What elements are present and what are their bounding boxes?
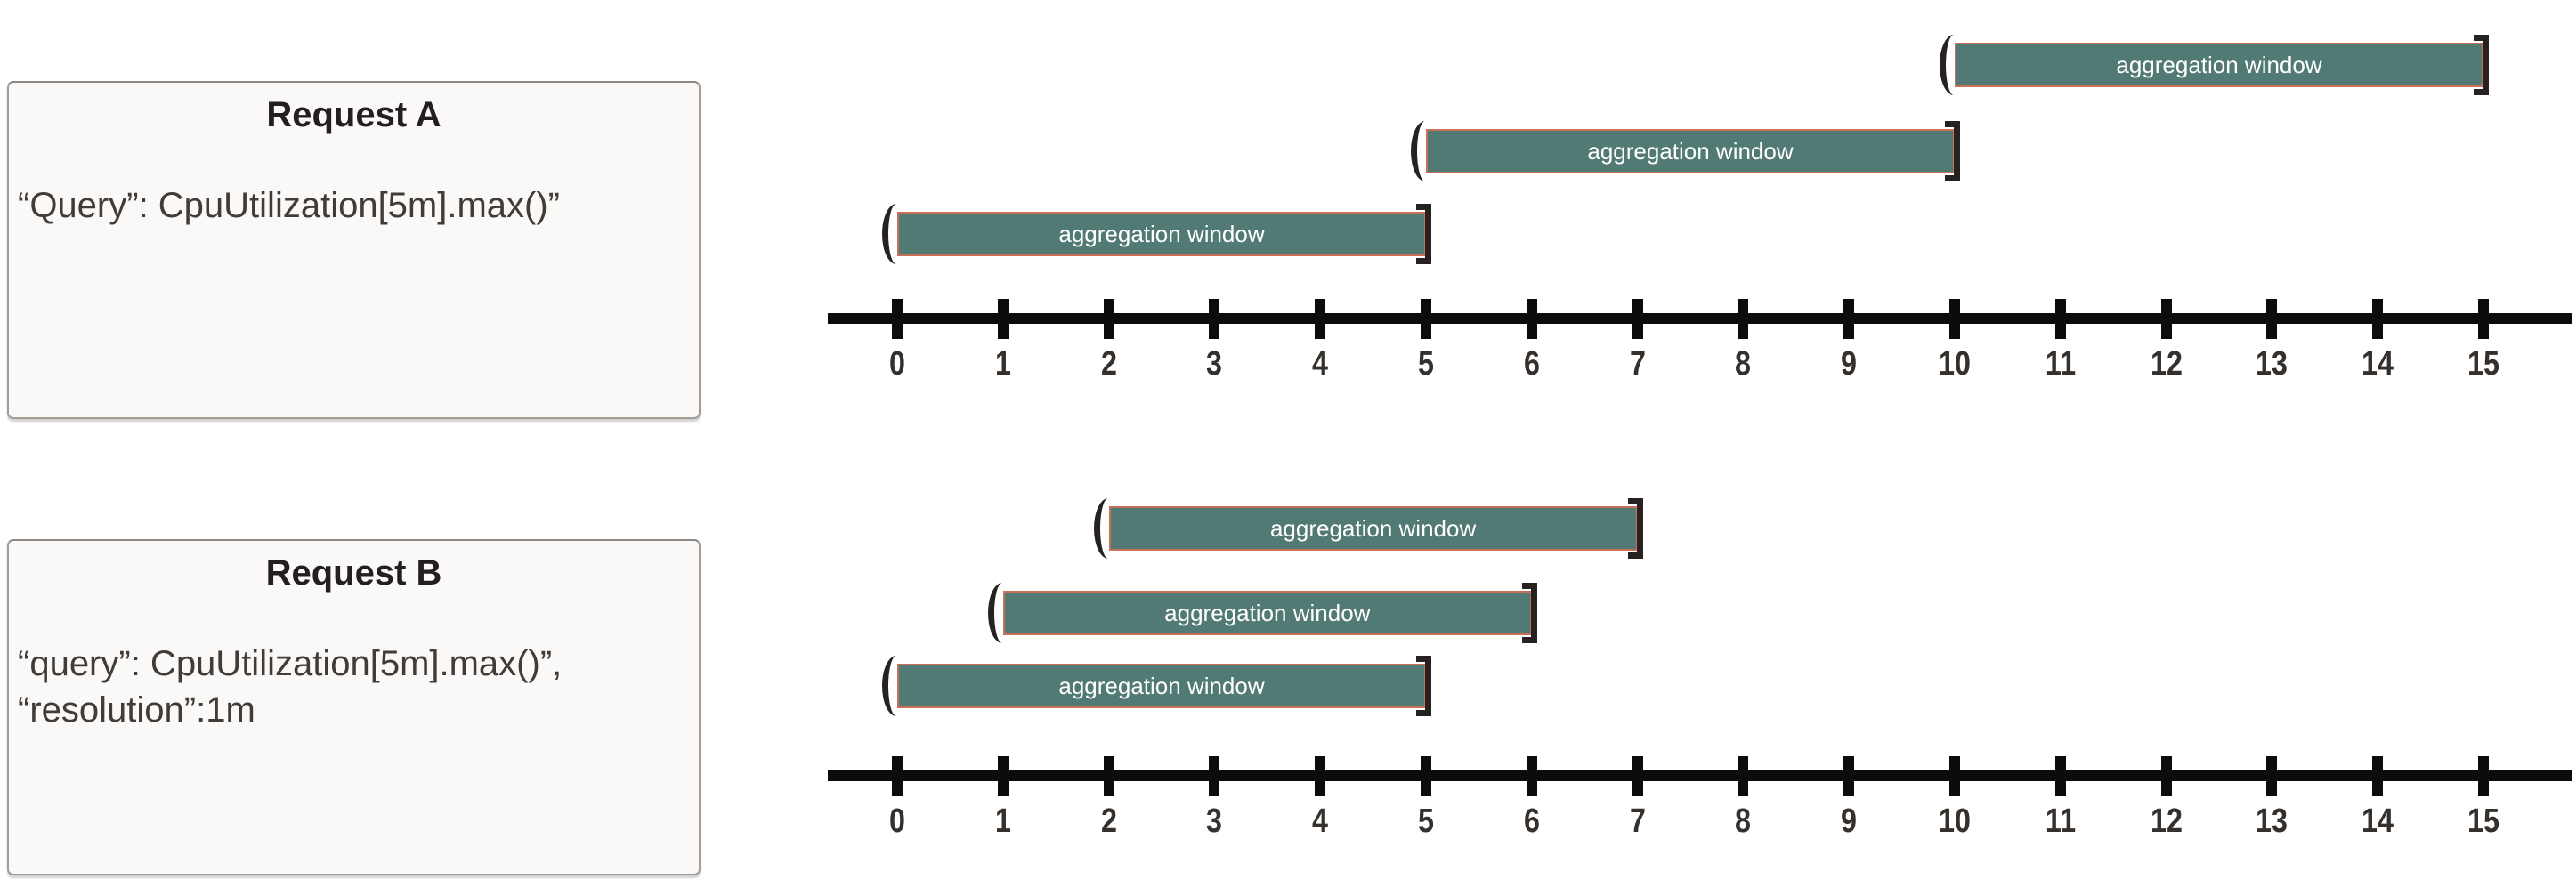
interval-close-bracket xyxy=(1521,583,1537,643)
tick-label: 4 xyxy=(1312,802,1329,840)
tick-label: 6 xyxy=(1523,345,1540,383)
tick-mark xyxy=(1209,755,1220,796)
tick-mark xyxy=(1949,298,1960,339)
tick-mark xyxy=(892,298,903,339)
tick-label: 8 xyxy=(1735,345,1752,383)
tick-label: 12 xyxy=(2150,802,2183,840)
tick-mark xyxy=(2372,298,2384,339)
request-a-title: Request A xyxy=(266,95,441,134)
time-axis-line xyxy=(828,313,2572,324)
aggregation-window-label: aggregation window xyxy=(2116,51,2322,78)
tick-mark xyxy=(1421,298,1431,339)
tick-mark xyxy=(2160,298,2172,339)
tick-mark xyxy=(892,755,903,796)
tick-mark xyxy=(1843,298,1855,339)
tick-label: 2 xyxy=(1100,345,1117,383)
interval-open-bracket xyxy=(1940,35,1955,95)
time-axis-line xyxy=(828,770,2572,781)
tick-label: 5 xyxy=(1418,802,1434,840)
interval-open-bracket xyxy=(987,583,1003,643)
tick-label: 13 xyxy=(2256,802,2288,840)
tick-mark xyxy=(2266,755,2278,796)
aggregation-window-label: aggregation window xyxy=(1058,672,1265,699)
interval-open-bracket xyxy=(1411,121,1426,181)
tick-mark xyxy=(1103,755,1114,796)
tick-mark xyxy=(2054,298,2066,339)
tick-label: 1 xyxy=(994,802,1011,840)
tick-mark xyxy=(2160,755,2172,796)
tick-label: 4 xyxy=(1312,345,1329,383)
aggregation-window-label: aggregation window xyxy=(1058,220,1265,247)
tick-label: 15 xyxy=(2467,345,2499,383)
aggregation-window-bar: aggregation window xyxy=(1108,506,1638,551)
request-a-panel: Request A “Query”: CpuUtilization[5m].ma… xyxy=(7,81,701,419)
interval-open-bracket xyxy=(882,204,897,264)
tick-label: 15 xyxy=(2467,802,2499,840)
request-a-query-text: “Query”: CpuUtilization[5m].max()” xyxy=(18,182,692,229)
tick-mark xyxy=(997,755,1009,796)
tick-label: 14 xyxy=(2361,345,2394,383)
tick-label: 5 xyxy=(1418,345,1434,383)
tick-label: 10 xyxy=(1939,345,1971,383)
aggregation-window-label: aggregation window xyxy=(1269,514,1477,542)
tick-label: 2 xyxy=(1100,802,1117,840)
interval-open-bracket xyxy=(1093,498,1109,559)
tick-mark xyxy=(1421,755,1431,796)
tick-label: 9 xyxy=(1841,345,1858,383)
tick-label: 7 xyxy=(1629,345,1646,383)
request-b-panel: Request B “query”: CpuUtilization[5m].ma… xyxy=(7,539,701,875)
interval-close-bracket xyxy=(1416,204,1431,264)
interval-close-bracket xyxy=(1627,498,1643,559)
query-text-line: “resolution”:1m xyxy=(18,690,255,730)
interval-close-bracket xyxy=(1945,121,1960,181)
tick-label: 6 xyxy=(1523,802,1540,840)
interval-close-bracket xyxy=(2474,35,2489,95)
interval-open-bracket xyxy=(882,656,897,716)
request-b-title: Request B xyxy=(265,553,442,593)
tick-mark xyxy=(1209,298,1220,339)
tick-mark xyxy=(1315,298,1326,339)
aggregation-window-label: aggregation window xyxy=(1164,599,1371,626)
query-text-line: “Query”: CpuUtilization[5m].max()” xyxy=(18,186,561,225)
aggregation-window-bar: aggregation window xyxy=(897,212,1426,256)
tick-mark xyxy=(1103,298,1114,339)
tick-label: 10 xyxy=(1939,802,1971,840)
tick-mark xyxy=(1632,755,1643,796)
aggregation-window-bar: aggregation window xyxy=(1002,591,1532,635)
tick-label: 11 xyxy=(2045,345,2076,383)
tick-mark xyxy=(2478,298,2489,339)
tick-mark xyxy=(2372,755,2384,796)
tick-mark xyxy=(2054,755,2066,796)
tick-label: 3 xyxy=(1206,802,1223,840)
tick-label: 9 xyxy=(1841,802,1858,840)
tick-label: 12 xyxy=(2150,345,2183,383)
tick-label: 3 xyxy=(1206,345,1223,383)
tick-mark xyxy=(1949,755,1960,796)
tick-label: 0 xyxy=(889,802,905,840)
tick-label: 13 xyxy=(2256,345,2288,383)
aggregation-window-bar: aggregation window xyxy=(1955,43,2483,87)
aggregation-window-bar: aggregation window xyxy=(897,664,1426,708)
tick-label: 0 xyxy=(889,345,905,383)
query-text-line: “query”: CpuUtilization[5m].max()”, xyxy=(18,644,563,683)
interval-close-bracket xyxy=(1416,656,1431,716)
tick-mark xyxy=(1632,298,1643,339)
tick-mark xyxy=(997,298,1009,339)
tick-label: 7 xyxy=(1629,802,1646,840)
tick-mark xyxy=(2266,298,2278,339)
request-b-query-text: “query”: CpuUtilization[5m].max()”, “reso… xyxy=(18,641,692,733)
tick-mark xyxy=(1738,755,1749,796)
tick-mark xyxy=(2478,755,2489,796)
tick-mark xyxy=(1843,755,1855,796)
tick-label: 1 xyxy=(994,345,1011,383)
tick-mark xyxy=(1315,755,1326,796)
tick-mark xyxy=(1738,298,1749,339)
tick-label: 8 xyxy=(1735,802,1752,840)
aggregation-window-bar: aggregation window xyxy=(1426,129,1955,173)
tick-label: 11 xyxy=(2045,802,2076,840)
tick-mark xyxy=(1526,298,1537,339)
aggregation-window-label: aggregation window xyxy=(1587,137,1794,165)
tick-mark xyxy=(1526,755,1537,796)
tick-label: 14 xyxy=(2361,802,2394,840)
